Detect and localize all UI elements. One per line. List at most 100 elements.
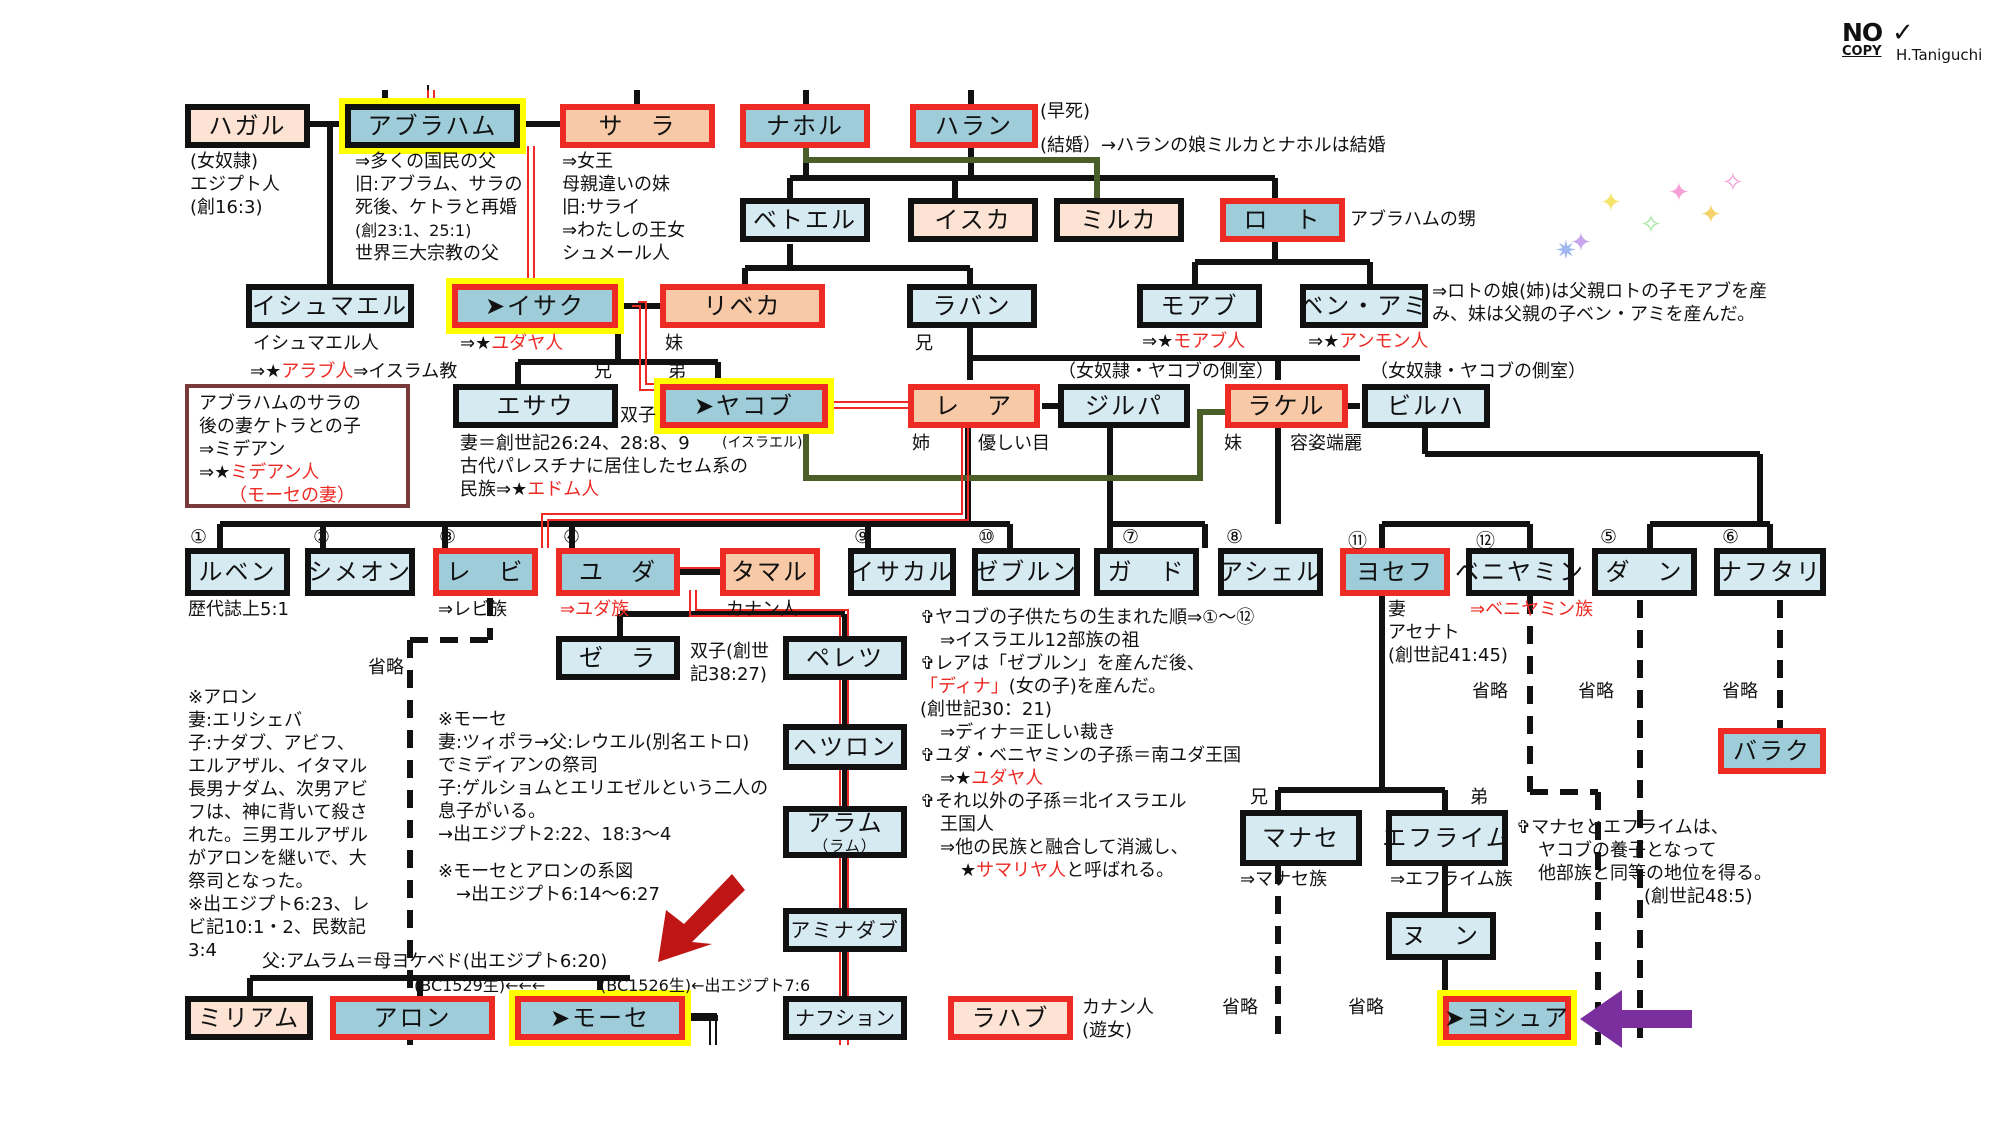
node-reuben: ルベン [185, 548, 290, 596]
node-leah: レ ア [908, 384, 1040, 428]
sarah-note: ⇒女王母親違いの妹旧:サライ⇒わたしの王女シュメール人 [562, 151, 686, 264]
judah-note: ⇒ユダ族 [560, 599, 630, 620]
node-issachar: イサカル [848, 548, 956, 596]
node-moab: モアブ [1137, 284, 1262, 328]
hagar-note: (女奴隷)エジプト人(創16:3) [190, 151, 280, 218]
node-lot: ロ ト [1220, 198, 1345, 242]
number-8: ⑧ [1226, 526, 1244, 548]
aram-sub-label: （ラム） [813, 836, 877, 855]
laban-brother: 兄 [915, 333, 933, 354]
leah-trait: 優しい目 [978, 433, 1050, 454]
aram-label: アラム [806, 808, 884, 837]
keturah-line-4: ⇒★ミデアン人 [199, 462, 320, 483]
node-abraham: アブラハム [339, 98, 526, 154]
node-benjamin: ベニヤミン [1455, 548, 1583, 596]
star-icon: ✦ [1600, 188, 1622, 218]
lot-note: アブラハムの甥 [1350, 209, 1476, 230]
joseph-note: 妻アセナト(創世記41:45) [1388, 599, 1508, 666]
node-zilpah: ジルパ [1058, 384, 1190, 428]
node-jacob: ➤ヤコブ [654, 378, 834, 434]
node-simeon: シメオン [305, 548, 415, 596]
keturah-line-1: アブラハムのサラの [199, 393, 361, 414]
number-10: ⑩ [978, 526, 996, 548]
number-5: ⑤ [1600, 526, 1618, 548]
reuben-note: 歴代誌上5:1 [188, 599, 289, 620]
node-miriam: ミリアム [185, 996, 313, 1040]
number-3: ③ [439, 526, 457, 548]
node-rahab: ラハブ [948, 996, 1073, 1040]
leah-elder: 姉 [912, 433, 930, 454]
haran-note-1: (早死) [1040, 101, 1091, 122]
node-benammi: ベン・アミ [1299, 284, 1428, 328]
node-joshua: ➤ヨシュア [1437, 990, 1577, 1046]
node-sarah: サ ラ [560, 104, 715, 148]
star-icon: ✧ [1640, 210, 1662, 240]
rebekah-sister: 妹 [665, 333, 683, 354]
node-judah: ユ ダ [556, 548, 680, 596]
aaron-note: ※アロン妻:エリシェバ子:ナダブ、アビフ、 エルアザル、イタマル長男ナダム、次男… [188, 687, 370, 961]
check-icon: ✓ [1892, 18, 1914, 48]
omit-label: 省略 [1472, 681, 1508, 702]
node-manasseh: マナセ [1240, 810, 1362, 866]
node-isaac: ➤イサク [446, 278, 624, 334]
star-icon: ✷ [1555, 236, 1577, 266]
node-hagar: ハガル [185, 104, 310, 148]
jacob-younger: 弟 [668, 361, 686, 382]
benammi-note: ⇒ロトの娘(姉)は父親ロトの子モアブを産み、妹は父親の子ベン・アミを産んだ。 [1432, 281, 1768, 325]
omit-label: 省略 [1348, 997, 1384, 1018]
node-naphtali: ナフタリ [1714, 548, 1826, 596]
jacob-children-note: ✞ヤコブの子供たちの生まれた順⇒①〜⑫ ⇒イスラエル12部族の祖 ✞レアは「ゼブ… [920, 607, 1255, 881]
number-4: ④ [563, 526, 581, 548]
node-hezron: ヘツロン [783, 724, 907, 770]
node-moses: ➤モーセ [509, 990, 691, 1046]
number-2: ② [313, 526, 331, 548]
aaron-birth: (BC1529生)←←← [414, 976, 546, 995]
node-ishmael: イシュマエル [246, 284, 414, 328]
keturah-note-box: アブラハムのサラの 後の妻ケトラとの子 ⇒ミデアン ⇒★ミデアン人 （モーセの妻… [185, 384, 410, 508]
parents-note: 父:アムラム＝母ヨケベド(出エジプト6:20) [262, 951, 608, 972]
twins-note: 双子 [620, 405, 656, 426]
omit-label: 省略 [368, 657, 404, 678]
tamar-note: カナン人 [726, 599, 798, 620]
zilpah-note: （女奴隷・ヤコブの側室） [1058, 361, 1274, 382]
node-laban: ラバン [907, 284, 1037, 328]
node-perez: ペレツ [783, 636, 907, 680]
node-zebulun: ゼブルン [972, 548, 1080, 596]
rachel-trait: 容姿端麗 [1290, 433, 1362, 454]
logo-no: NO [1842, 18, 1883, 47]
number-1: ① [190, 526, 208, 548]
keturah-line-2: 後の妻ケトラとの子 [199, 416, 361, 437]
star-icon: ✦ [1700, 200, 1722, 230]
benjamin-note: ⇒ベニヤミン族 [1470, 599, 1594, 620]
moses-birth: (BC1526生)←出エジプト7:6 [600, 976, 811, 995]
node-ephraim: エフライム [1382, 810, 1510, 866]
ishmael-note: イシュマエル人 [253, 333, 379, 354]
star-icon: ✦ [1570, 228, 1592, 258]
adoption-note: ✞マナセとエフライムは、 ヤコブの養子となって 他部族と同等の地位を得る。 (創… [1516, 817, 1772, 907]
ammon-people: ⇒★アンモン人 [1308, 331, 1429, 352]
node-nahor: ナホル [740, 104, 870, 148]
node-gad: ガ ド [1094, 548, 1199, 596]
node-bilhah: ビルハ [1362, 384, 1490, 428]
node-nahshon: ナフション [783, 996, 907, 1040]
rahab-note: カナン人(遊女) [1082, 997, 1154, 1041]
manasseh-tribe: ⇒マナセ族 [1240, 869, 1328, 890]
esau-older: 兄 [594, 361, 612, 382]
node-tamar: タマル [720, 548, 820, 596]
node-asher: アシェル [1218, 548, 1323, 596]
israel-note: (イスラエル) [722, 435, 803, 451]
ephraim-tribe: ⇒エフライム族 [1390, 869, 1513, 890]
logo-copy: COPY [1842, 44, 1882, 59]
isaac-note: ⇒★ユダヤ人 [460, 333, 564, 354]
levi-note: ⇒レビ族 [438, 599, 508, 620]
number-7: ⑦ [1122, 526, 1140, 548]
star-icon: ✦ [1668, 178, 1690, 208]
number-9: ⑨ [854, 526, 872, 548]
rachel-younger: 妹 [1224, 433, 1242, 454]
node-amminadab: アミナダブ [783, 908, 907, 952]
node-aram: アラム （ラム） [783, 806, 907, 858]
ephraim-younger: 弟 [1470, 787, 1488, 808]
node-aaron: アロン [330, 996, 495, 1040]
